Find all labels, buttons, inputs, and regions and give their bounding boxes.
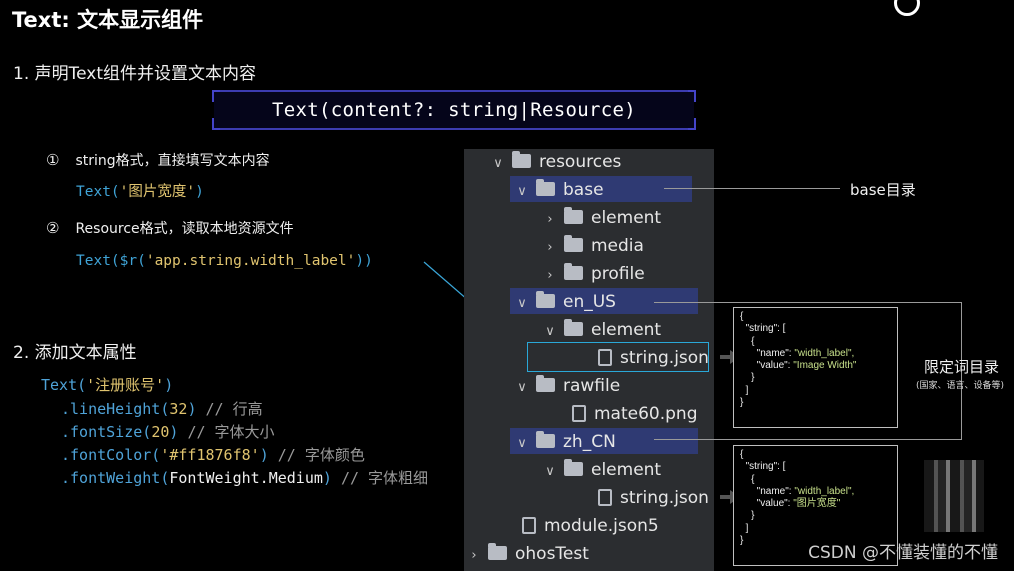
- item-2: ② Resource格式，读取本地资源文件: [46, 218, 294, 238]
- folder-icon: [564, 263, 583, 280]
- chevron-down-icon[interactable]: ∨: [545, 464, 555, 479]
- section-2-heading: 2. 添加文本属性: [13, 343, 137, 363]
- chevron-right-icon[interactable]: ›: [547, 212, 553, 227]
- code-example-1: Text('图片宽度'): [76, 180, 204, 201]
- chevron-right-icon[interactable]: ›: [547, 268, 553, 283]
- folder-icon: [564, 235, 583, 252]
- tree-item-element-en[interactable]: ∨element: [540, 317, 661, 343]
- item-2-text: Resource格式，读取本地资源文件: [75, 221, 294, 237]
- signature-box: Text(content?: string|Resource): [212, 90, 696, 130]
- logo: [894, 0, 1014, 16]
- tree-item-ohostest[interactable]: ›ohosTest: [464, 541, 589, 567]
- json-file-icon: [598, 349, 612, 366]
- chevron-down-icon[interactable]: ∨: [493, 156, 503, 171]
- item-1-text: string格式，直接填写文本内容: [75, 153, 270, 169]
- folder-icon: [536, 179, 555, 196]
- qualifier-directory-sublabel: (国家、语言、设备等): [916, 381, 1005, 391]
- json-preview-en: { "string": [ { "name": "width_label", "…: [733, 307, 898, 428]
- folder-icon: [564, 207, 583, 224]
- tree-item-en-us[interactable]: ∨en_US: [512, 289, 616, 315]
- folder-icon: [536, 431, 555, 448]
- tree-item-rawfile[interactable]: ∨rawfile: [512, 373, 620, 399]
- attr-code-line: .fontColor('#ff1876f8') // 字体颜色: [61, 446, 365, 464]
- code-example-2: Text($r('app.string.width_label')): [76, 253, 373, 269]
- folder-icon: [564, 319, 583, 336]
- folder-icon: [536, 291, 555, 308]
- tree-item-zh-cn[interactable]: ∨zh_CN: [512, 429, 616, 455]
- chevron-down-icon[interactable]: ∨: [517, 184, 527, 199]
- attr-code-line: .lineHeight(32) // 行高: [61, 400, 263, 418]
- tree-item-module-json5[interactable]: module.json5: [518, 513, 659, 539]
- chevron-down-icon[interactable]: ∨: [545, 324, 555, 339]
- attr-code-line: .fontSize(20) // 字体大小: [61, 423, 275, 441]
- chevron-right-icon[interactable]: ›: [547, 240, 553, 255]
- chevron-down-icon[interactable]: ∨: [517, 296, 527, 311]
- item-1-marker: ①: [46, 151, 60, 169]
- item-2-marker: ②: [46, 219, 60, 237]
- item-1: ① string格式，直接填写文本内容: [46, 150, 270, 170]
- base-directory-label: base目录: [850, 181, 916, 199]
- attr-code-line: .fontWeight(FontWeight.Medium) // 字体粗细: [61, 469, 429, 487]
- logo-circle-icon: [894, 0, 920, 16]
- chevron-down-icon[interactable]: ∨: [517, 436, 527, 451]
- code-1-prefix: Text(: [76, 184, 120, 200]
- chevron-down-icon[interactable]: ∨: [517, 380, 527, 395]
- tree-item-profile[interactable]: ›profile: [540, 261, 645, 287]
- watermark: CSDN @不懂装懂的不懂: [808, 543, 998, 563]
- tree-item-element-zh[interactable]: ∨element: [540, 457, 661, 483]
- code-1-string: '图片宽度': [119, 184, 196, 200]
- tree-item-base[interactable]: ∨base: [512, 177, 604, 203]
- code-2-suffix: )): [355, 253, 373, 269]
- signature-text: Text(content?: string|Resource): [272, 99, 636, 121]
- base-connector-line: [664, 188, 840, 189]
- blurred-image: [924, 460, 984, 532]
- attr-code-line: Text('注册账号'): [41, 376, 174, 394]
- json-file-icon: [598, 489, 612, 506]
- json-preview-zh: { "string": [ { "name": "width_label", "…: [733, 445, 898, 566]
- tree-item-element[interactable]: ›element: [540, 205, 661, 231]
- tree-item-string-json-en[interactable]: string.json: [594, 345, 709, 371]
- folder-icon: [512, 151, 531, 168]
- tree-item-string-json-zh[interactable]: string.json: [594, 485, 709, 511]
- tree-item-mate60[interactable]: mate60.png: [568, 401, 698, 427]
- code-1-suffix: ): [195, 184, 204, 200]
- section-1-heading: 1. 声明Text组件并设置文本内容: [13, 64, 257, 84]
- qualifier-directory-label: 限定词目录: [924, 358, 1000, 376]
- folder-icon: [564, 459, 583, 476]
- selection-outline: [527, 342, 709, 372]
- tree-item-resources[interactable]: ∨resources: [488, 149, 621, 175]
- code-2-prefix: Text($r(: [76, 253, 146, 269]
- chevron-right-icon[interactable]: ›: [471, 548, 477, 563]
- tree-item-media[interactable]: ›media: [540, 233, 644, 259]
- json-file-icon: [522, 517, 536, 534]
- page-title: Text: 文本显示组件: [12, 8, 204, 32]
- file-tree-panel: ∨resources ∨base ›element ›media ›profil…: [464, 149, 714, 571]
- qualifier-bracket: [654, 302, 962, 440]
- folder-icon: [536, 375, 555, 392]
- image-file-icon: [572, 405, 586, 422]
- folder-icon: [488, 543, 507, 560]
- code-2-string: 'app.string.width_label': [145, 253, 356, 269]
